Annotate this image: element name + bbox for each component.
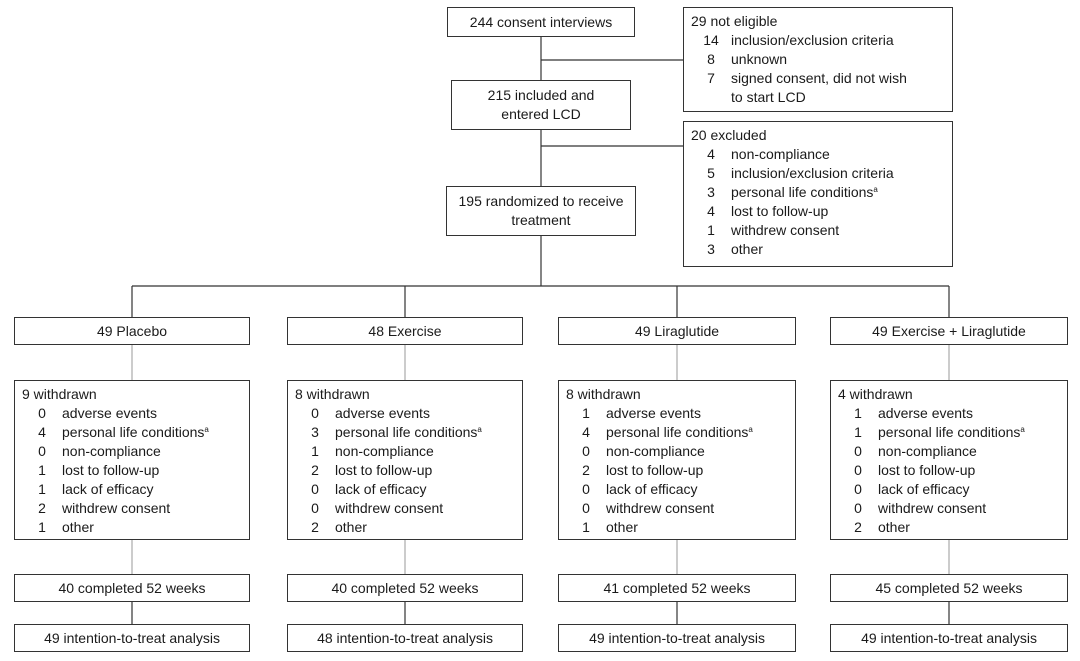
not-eligible-box: 29 not eligible 14 inclusion/exclusion c… xyxy=(683,7,953,112)
list-item: 0 non-compliance xyxy=(38,443,161,459)
excluded-title: 20 excluded xyxy=(691,127,767,143)
list-item: 0 lack of efficacy xyxy=(854,481,970,497)
consent-box: 244 consent interviews xyxy=(447,7,635,37)
itt-box: 49 intention-to-treat analysis xyxy=(558,624,796,652)
list-item: 1 lack of efficacy xyxy=(38,481,154,497)
arm-box: 48 Exercise xyxy=(287,317,523,345)
withdrawn-title: 9 withdrawn xyxy=(22,386,97,402)
completed-box: 45 completed 52 weeks xyxy=(830,574,1068,602)
list-item: 2 lost to follow-up xyxy=(582,462,704,478)
list-item: 0 withdrew consent xyxy=(311,500,444,516)
completed-box: 40 completed 52 weeks xyxy=(287,574,523,602)
arm-box: 49 Exercise + Liraglutide xyxy=(830,317,1068,345)
list-item: 2 other xyxy=(854,519,910,535)
included-box: 215 included and entered LCD xyxy=(451,80,631,130)
list-item: 1 adverse events xyxy=(854,405,973,421)
list-item: 2 other xyxy=(311,519,367,535)
withdrawn-box: 8 withdrawn 1 adverse events 4 personal … xyxy=(558,380,796,540)
list-item: 0 adverse events xyxy=(311,405,430,421)
list-item: 0 non-compliance xyxy=(582,443,705,459)
arm-name: 49 Placebo xyxy=(96,322,168,339)
not-eligible-title: 29 not eligible xyxy=(691,13,778,29)
completed-box: 41 completed 52 weeks xyxy=(558,574,796,602)
list-item: 0 withdrew consent xyxy=(854,500,987,516)
withdrawn-box: 8 withdrawn 0 adverse events 3 personal … xyxy=(287,380,523,540)
list-item: 4 personal life conditionsa xyxy=(38,424,209,440)
list-item: 7 signed consent, did not wish to start … xyxy=(707,70,907,105)
list-item: 2 withdrew consent xyxy=(38,500,171,516)
withdrawn-box: 4 withdrawn 1 adverse events 1 personal … xyxy=(830,380,1068,540)
list-item: 1 lost to follow-up xyxy=(38,462,160,478)
list-item: 0 withdrew consent xyxy=(582,500,715,516)
list-item: 3 personal life conditionsa xyxy=(311,424,482,440)
completed-box: 40 completed 52 weeks xyxy=(14,574,250,602)
arm-name: 48 Exercise xyxy=(368,322,442,339)
list-item: 2 lost to follow-up xyxy=(311,462,433,478)
list-item: 1 adverse events xyxy=(582,405,701,421)
arm-box: 49 Liraglutide xyxy=(558,317,796,345)
withdrawn-title: 8 withdrawn xyxy=(566,386,641,402)
list-item: 1 other xyxy=(38,519,94,535)
withdrawn-title: 8 withdrawn xyxy=(295,386,370,402)
list-item: 1 other xyxy=(582,519,638,535)
list-item: 0 lost to follow-up xyxy=(854,462,976,478)
list-item: 8 unknown xyxy=(707,51,788,67)
list-item: 0 lack of efficacy xyxy=(582,481,698,497)
list-item: 14 inclusion/exclusion criteria xyxy=(703,32,894,48)
list-item: 1 non-compliance xyxy=(311,443,434,459)
consent-text: 244 consent interviews xyxy=(469,13,613,30)
withdrawn-box: 9 withdrawn 0 adverse events 4 personal … xyxy=(14,380,250,540)
withdrawn-title: 4 withdrawn xyxy=(838,386,913,402)
list-item: 0 lack of efficacy xyxy=(311,481,427,497)
randomized-box: 195 randomized to receive treatment xyxy=(446,186,636,236)
list-item: 0 non-compliance xyxy=(854,443,977,459)
itt-box: 49 intention-to-treat analysis xyxy=(14,624,250,652)
arm-box: 49 Placebo xyxy=(14,317,250,345)
list-item: 1 personal life conditionsa xyxy=(854,424,1025,440)
list-item: 0 adverse events xyxy=(38,405,157,421)
arm-name: 49 Liraglutide xyxy=(634,322,720,339)
itt-box: 48 intention-to-treat analysis xyxy=(287,624,523,652)
itt-box: 49 intention-to-treat analysis xyxy=(830,624,1068,652)
arm-name: 49 Exercise + Liraglutide xyxy=(872,322,1026,339)
list-item: 4 personal life conditionsa xyxy=(582,424,753,440)
